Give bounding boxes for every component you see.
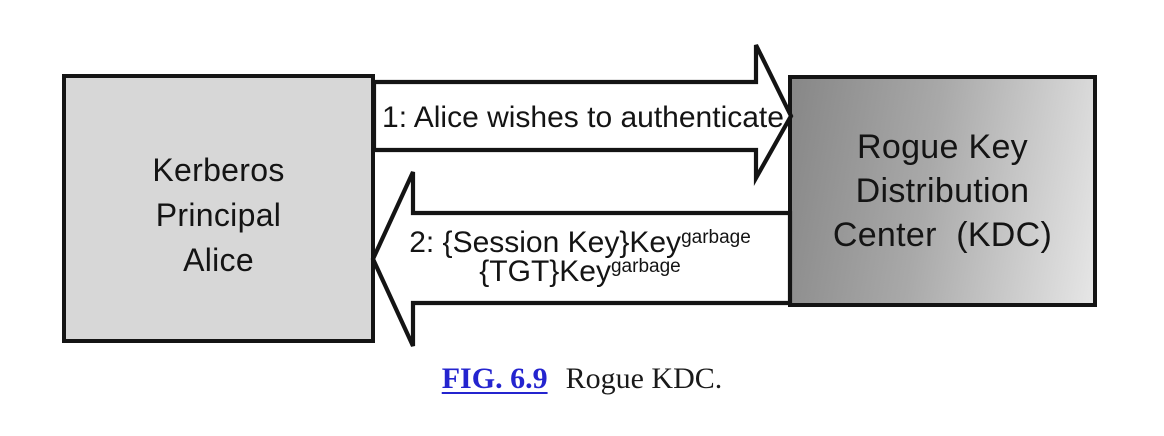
arrow2-line2-text: {TGT}Key	[479, 255, 611, 288]
arrow2-line1-text: 2: {Session Key}Key	[409, 226, 682, 259]
arrow2-line1-superscript: garbage	[681, 227, 751, 248]
left-box-line3: Alice	[183, 241, 254, 278]
left-box-line2: Principal	[155, 196, 282, 233]
left-box-line1: Kerberos	[152, 151, 285, 188]
kerberos-principal-alice-box: Kerberos Principal Alice	[62, 74, 375, 343]
figure-caption: FIG. 6.9 Rogue KDC.	[0, 361, 1164, 397]
block-arrow-left-icon	[370, 171, 793, 347]
right-box-line1: Rogue Key	[857, 128, 1028, 166]
arrow2-label: 2: {Session Key}Keygarbage {TGT}Keygarba…	[405, 226, 755, 288]
figure-caption-text: Rogue KDC.	[565, 362, 723, 395]
arrow2-line2-superscript: garbage	[610, 256, 681, 277]
arrow2-label-line2: {TGT}Keygarbage	[405, 255, 755, 288]
right-box-line2: Distribution	[855, 172, 1030, 210]
arrow2-label-line1: 2: {Session Key}Keygarbage	[405, 226, 755, 259]
arrow1-label: 1: Alice wishes to authenticate	[382, 101, 784, 134]
block-arrow-right-icon	[371, 44, 794, 186]
figure-number-link[interactable]: FIG. 6.9	[441, 362, 548, 395]
rogue-kdc-box: Rogue Key Distribution Center (KDC)	[788, 75, 1097, 307]
right-box-line3: Center (KDC)	[832, 216, 1053, 254]
